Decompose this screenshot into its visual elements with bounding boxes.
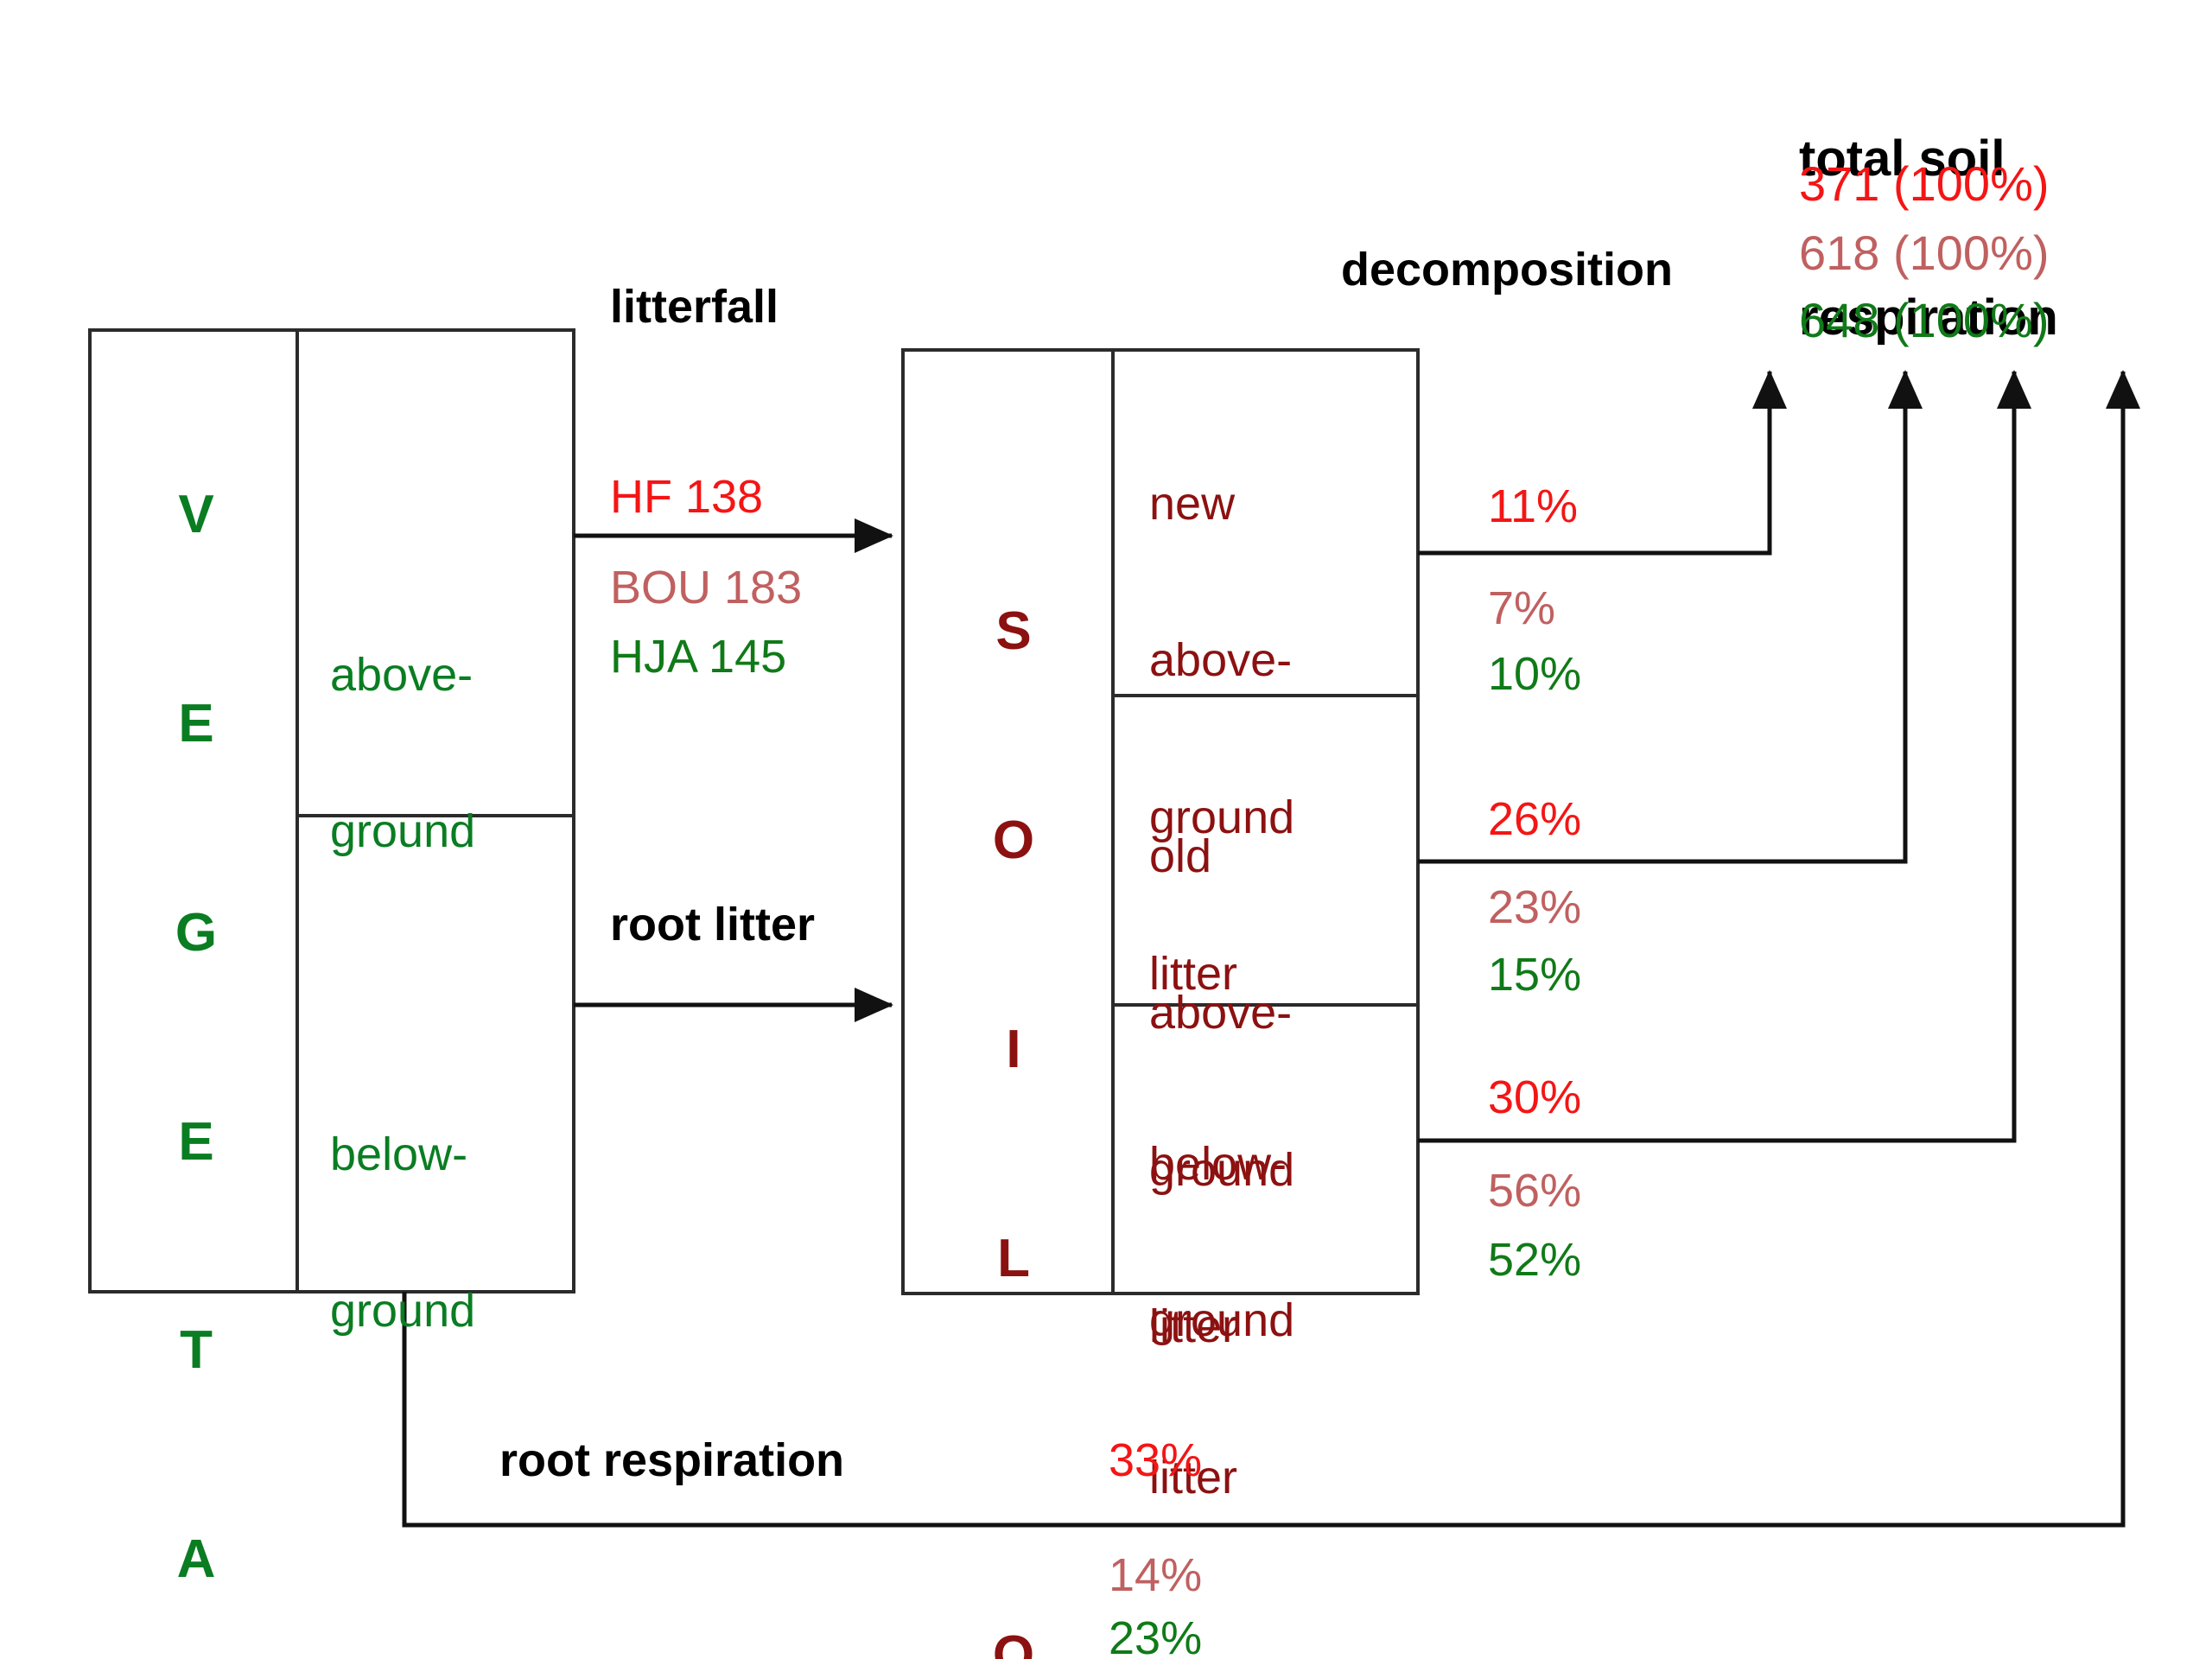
total-soil-respiration-value-bou: 618 (100%) bbox=[1799, 226, 2050, 280]
vegetation-letter: G bbox=[175, 902, 218, 963]
vegetation-letter: E bbox=[178, 693, 214, 753]
decomposition-percent-new-bou: 7% bbox=[1488, 582, 1556, 634]
litterfall-label: litterfall bbox=[610, 281, 779, 333]
root-respiration-label: root respiration bbox=[499, 1434, 845, 1486]
vegetation-belowground-label: below- ground bbox=[330, 1024, 475, 1442]
tsr-title-line1: total soil bbox=[1799, 130, 2005, 187]
belowground-line2: ground bbox=[330, 1285, 476, 1338]
root-litter-label: root litter bbox=[610, 899, 815, 950]
new-litter-line3: ground bbox=[1149, 791, 1295, 843]
soil-om-letter: O bbox=[992, 1624, 1035, 1659]
total-soil-respiration-value-hf: 371 (100%) bbox=[1799, 156, 2050, 211]
tsr-title-line2: respiration bbox=[1799, 289, 2058, 346]
decomposition-percent-old-bou: 23% bbox=[1488, 881, 1582, 933]
old-litter-line2: above- bbox=[1149, 987, 1293, 1039]
old-litter-line1: old bbox=[1149, 830, 1212, 882]
belowground-line1: below- bbox=[330, 1128, 468, 1180]
root-respiration-percent-hja: 23% bbox=[1109, 1612, 1203, 1659]
new-litter-line2: above- bbox=[1149, 634, 1293, 687]
aboveground-line2: ground bbox=[330, 805, 476, 858]
old-litter-line4: litter bbox=[1149, 1300, 1238, 1353]
litterfall-value-hf: HF 138 bbox=[610, 471, 764, 523]
decomposition-percent-new-hja: 10% bbox=[1488, 648, 1582, 700]
soil-om-belowground-litter-label: below- ground litter bbox=[1149, 1033, 1294, 1608]
soil-om-vertical-label: S O I L O M bbox=[966, 458, 1061, 1659]
root-respiration-percent-bou: 14% bbox=[1109, 1549, 1203, 1601]
below-litter-line3: litter bbox=[1149, 1451, 1238, 1503]
decomposition-percent-old-hf: 26% bbox=[1488, 793, 1582, 845]
decomposition-label: decomposition bbox=[1341, 244, 1674, 296]
decomposition-percent-below-bou: 56% bbox=[1488, 1165, 1582, 1217]
soil-om-letter: O bbox=[992, 810, 1035, 870]
soil-om-letter: L bbox=[997, 1228, 1030, 1288]
below-litter-line1: below- bbox=[1149, 1137, 1287, 1190]
old-litter-line3: ground bbox=[1149, 1143, 1295, 1196]
vegetation-letter: A bbox=[176, 1529, 216, 1590]
total-soil-respiration-value-hja: 648 (100%) bbox=[1799, 293, 2050, 347]
soil-om-letter-space bbox=[966, 1433, 1061, 1481]
aboveground-line1: above- bbox=[330, 648, 474, 701]
decomposition-percent-old-hja: 15% bbox=[1488, 949, 1582, 1001]
vegetation-letter: T bbox=[180, 1320, 213, 1381]
new-litter-line1: new bbox=[1149, 477, 1236, 530]
below-litter-line2: ground bbox=[1149, 1294, 1295, 1347]
litterfall-value-hja: HJA 145 bbox=[610, 631, 787, 683]
soil-om-letter: S bbox=[995, 601, 1032, 662]
vegetation-letter: E bbox=[178, 1111, 214, 1172]
decomposition-percent-new-hf: 11% bbox=[1488, 480, 1579, 532]
soil-om-old-aboveground-litter-label: old above- ground litter bbox=[1149, 726, 1294, 1458]
decomposition-percent-below-hja: 52% bbox=[1488, 1234, 1582, 1286]
decomposition-percent-below-hf: 30% bbox=[1488, 1071, 1582, 1123]
root-respiration-percent-hf: 33% bbox=[1109, 1434, 1203, 1486]
new-litter-line4: litter bbox=[1149, 948, 1238, 1001]
soil-om-letter: I bbox=[1006, 1019, 1021, 1079]
total-soil-respiration-title: total soil respiration bbox=[1799, 26, 2058, 451]
decomposition-connector-new bbox=[1418, 370, 1787, 556]
soil-om-new-aboveground-litter-label: new above- ground litter bbox=[1149, 373, 1294, 1105]
vegetation-aboveground-label: above- ground bbox=[330, 544, 475, 963]
litterfall-value-bou: BOU 183 bbox=[610, 562, 803, 613]
vegetation-letter: V bbox=[178, 485, 214, 545]
vegetation-vertical-label: V E G E T A T I O N bbox=[149, 341, 244, 1659]
